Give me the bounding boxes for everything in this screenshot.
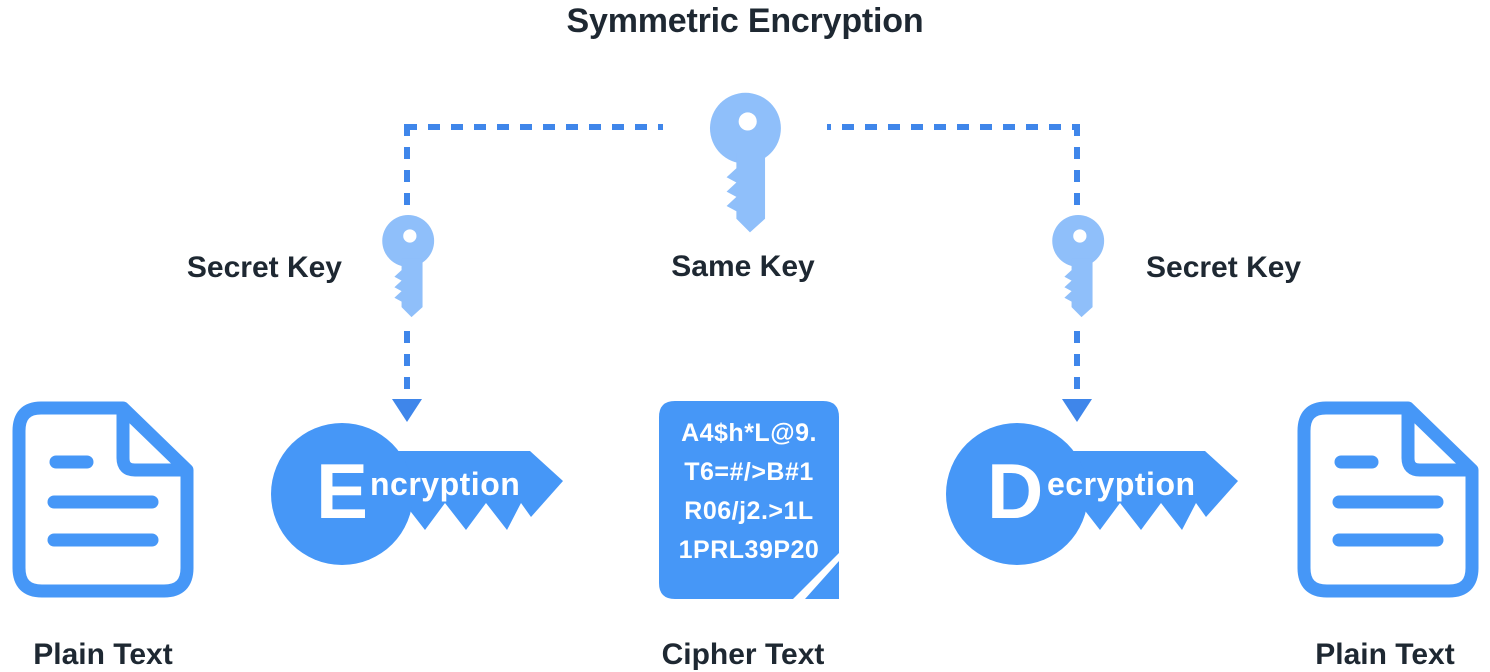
cipher-line: R06/j2.>1L bbox=[684, 497, 813, 525]
arrow-down-icon bbox=[1062, 399, 1092, 422]
encryption-key-badge: E ncryption bbox=[271, 423, 563, 565]
key-icon bbox=[709, 92, 781, 232]
secret-key-label-left: Secret Key bbox=[186, 251, 342, 284]
decryption-initial: D bbox=[987, 447, 1043, 535]
cipher-line: 1PRL39P20 bbox=[679, 536, 820, 564]
cipher-text-label: Cipher Text bbox=[661, 638, 825, 671]
decryption-key-badge: D ecryption bbox=[946, 423, 1238, 565]
key-icon bbox=[1052, 214, 1104, 317]
cipher-line: T6=#/>B#1 bbox=[684, 458, 814, 486]
secret-key-box-left bbox=[348, 205, 468, 325]
same-key-box bbox=[663, 79, 827, 243]
cipher-text-box: A4$h*L@9. T6=#/>B#1 R06/j2.>1L 1PRL39P20 bbox=[659, 401, 839, 599]
cipher-line: A4$h*L@9. bbox=[681, 419, 817, 447]
plain-text-label-right: Plain Text bbox=[1315, 638, 1455, 671]
folded-corner bbox=[805, 561, 839, 599]
encryption-rest: ncryption bbox=[370, 466, 520, 502]
diagram-title: Symmetric Encryption bbox=[566, 2, 924, 40]
same-key-label: Same Key bbox=[671, 250, 815, 283]
key-icon bbox=[382, 214, 434, 317]
decryption-rest: ecryption bbox=[1047, 466, 1196, 502]
encryption-initial: E bbox=[316, 447, 368, 535]
arrow-down-icon bbox=[392, 399, 422, 422]
plain-text-label-left: Plain Text bbox=[33, 638, 173, 671]
document-icon bbox=[12, 401, 194, 598]
document-icon bbox=[1297, 401, 1479, 598]
secret-key-label-right: Secret Key bbox=[1146, 251, 1302, 284]
secret-key-box-right bbox=[1018, 205, 1138, 325]
